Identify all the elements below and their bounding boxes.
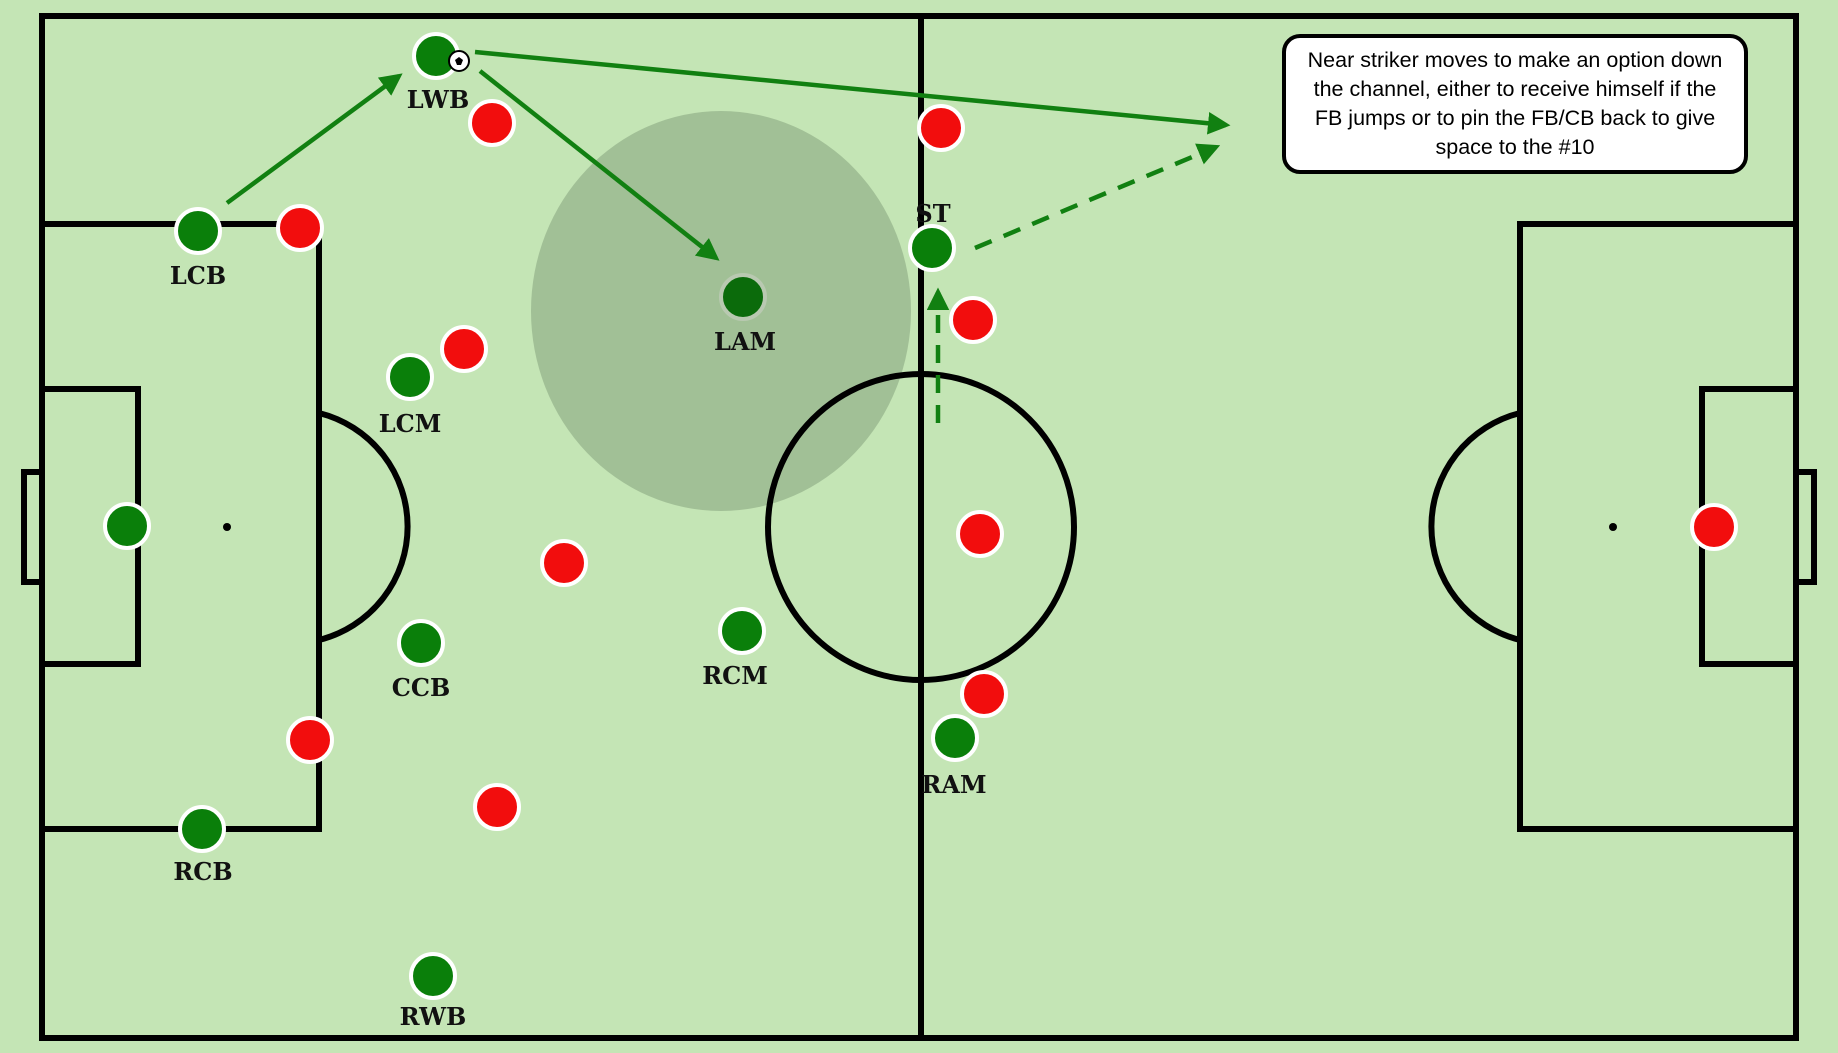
red-goalkeeper xyxy=(1690,503,1738,551)
green-player-st: ST xyxy=(908,199,956,272)
green-player-lcm: LCM xyxy=(379,353,442,438)
green-team: LWB LCB LCM LAM ST CCB xyxy=(103,32,987,1031)
tactical-note-box: Near striker moves to make an option dow… xyxy=(1282,34,1748,174)
red-player xyxy=(960,670,1008,718)
green-player-rwb: RWB xyxy=(400,952,467,1031)
player-label: CCB xyxy=(392,673,451,702)
player-label: ST xyxy=(915,199,950,228)
right-penalty-spot xyxy=(1609,523,1617,531)
player-label: LCM xyxy=(379,409,442,438)
left-goal xyxy=(21,469,45,585)
highlight-zone xyxy=(531,111,911,511)
center-circle xyxy=(765,371,1077,683)
player-label: RCB xyxy=(173,857,232,886)
right-penalty-arc xyxy=(1428,410,1521,643)
arrow-lcb-to-lwb xyxy=(225,73,403,205)
arrows-layer xyxy=(225,49,1231,423)
green-player-lam: LAM xyxy=(714,273,776,356)
player-label: LCB xyxy=(170,261,226,290)
green-player-rcm: RCM xyxy=(702,607,768,690)
green-player-ccb: CCB xyxy=(392,619,451,702)
red-player xyxy=(540,539,588,587)
green-player-lcb: LCB xyxy=(170,207,226,290)
arrow-lwb-long-pass xyxy=(474,49,1231,135)
red-player xyxy=(956,510,1004,558)
red-player xyxy=(440,325,488,373)
left-penalty-spot xyxy=(223,523,231,531)
green-player-ram: RAM xyxy=(921,714,987,799)
red-player xyxy=(286,716,334,764)
red-player xyxy=(917,104,965,152)
red-player xyxy=(276,204,324,252)
green-goalkeeper xyxy=(103,502,151,550)
player-label: RCM xyxy=(702,661,768,690)
green-player-rcb: RCB xyxy=(173,805,233,886)
arrow-st-run-channel xyxy=(974,143,1221,251)
left-penalty-arc xyxy=(318,410,411,643)
red-player xyxy=(473,783,521,831)
player-label: LWB xyxy=(407,85,469,114)
arrow-lwb-to-lam xyxy=(478,69,720,261)
ball-icon xyxy=(448,50,470,72)
red-team xyxy=(276,99,1738,831)
player-label: RAM xyxy=(921,770,986,799)
player-label: RWB xyxy=(400,1002,467,1031)
player-label: LAM xyxy=(714,327,776,356)
red-player xyxy=(468,99,516,147)
right-goal xyxy=(1793,469,1817,585)
tactical-note-text: Near striker moves to make an option dow… xyxy=(1307,48,1723,159)
red-player xyxy=(949,296,997,344)
